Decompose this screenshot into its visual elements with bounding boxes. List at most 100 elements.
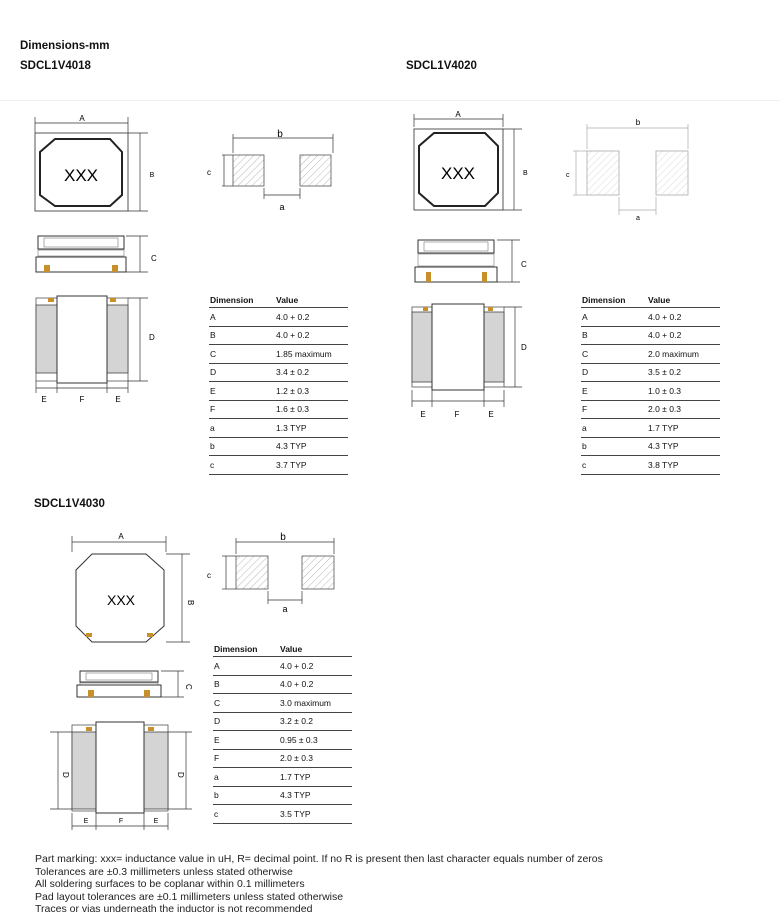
table-cell: 3.0 maximum bbox=[280, 693, 352, 712]
column-header: Value bbox=[280, 644, 303, 654]
dimension-label: F bbox=[119, 818, 123, 825]
dimension-label: E bbox=[488, 410, 493, 419]
pad-layout-4018: b c a bbox=[207, 129, 334, 212]
part-number-4020: SDCL1V4020 bbox=[406, 60, 477, 72]
drawing-4030: A XXX B b c a C bbox=[50, 532, 335, 830]
note-line: Pad layout tolerances are ±0.1 millimete… bbox=[35, 890, 344, 903]
table-cell: F bbox=[581, 399, 648, 419]
dimension-label: XXX bbox=[441, 164, 475, 183]
dimension-label: F bbox=[455, 410, 460, 419]
pad-layout-4030: b c a bbox=[207, 532, 335, 614]
table-cell: 4.3 TYP bbox=[280, 785, 352, 805]
dimension-label: C bbox=[521, 260, 527, 269]
table-cell: a bbox=[581, 418, 648, 437]
table-cell: F bbox=[209, 399, 276, 419]
table-cell: 2.0 ± 0.3 bbox=[280, 748, 352, 768]
drawing-4018: A XXX B b c a C bbox=[34, 114, 334, 404]
column-header: Value bbox=[276, 295, 299, 305]
table-cell: 1.85 maximum bbox=[276, 344, 348, 363]
table-cell: 1.3 TYP bbox=[276, 418, 348, 437]
dimension-label: B bbox=[186, 600, 195, 605]
dimension-label: E bbox=[154, 818, 159, 825]
dimension-label: D bbox=[176, 772, 185, 778]
table-cell: D bbox=[213, 711, 280, 731]
bottom-view-4030: D D E F E bbox=[50, 721, 192, 830]
table-cell: 4.3 TYP bbox=[648, 436, 720, 456]
table-cell: C bbox=[581, 344, 648, 363]
dimension-label: XXX bbox=[107, 592, 136, 608]
dimension-label: A bbox=[455, 110, 461, 119]
table-cell: 0.95 ± 0.3 bbox=[280, 730, 352, 749]
dim-label-A: A bbox=[79, 114, 85, 123]
table-cell: 3.2 ± 0.2 bbox=[280, 711, 352, 731]
table-cell: 4.0 + 0.2 bbox=[276, 307, 348, 326]
column-header: Dimension bbox=[582, 295, 626, 305]
top-view-4018: A XXX B bbox=[34, 114, 155, 212]
table-cell: 4.0 + 0.2 bbox=[648, 325, 720, 345]
table-cell: b bbox=[581, 436, 648, 456]
side-view-4030: C bbox=[76, 670, 193, 698]
part-number-4018: SDCL1V4018 bbox=[20, 60, 91, 72]
dimension-label: b bbox=[636, 118, 641, 127]
table-cell: 1.7 TYP bbox=[648, 418, 720, 437]
table-cell: A bbox=[581, 307, 648, 326]
table-cell: A bbox=[209, 307, 276, 326]
footnotes: Part marking: xxx= inductance value in u… bbox=[35, 853, 603, 916]
dimension-label: a bbox=[636, 215, 640, 222]
note-line: Traces or vias underneath the inductor i… bbox=[35, 903, 313, 916]
table-cell: D bbox=[209, 362, 276, 382]
dimension-label: D bbox=[149, 333, 155, 342]
table-cell: b bbox=[209, 436, 276, 456]
table-cell: a bbox=[209, 418, 276, 437]
table-cell: 2.0 ± 0.3 bbox=[648, 399, 720, 419]
dimension-label: b bbox=[280, 532, 286, 543]
drawing-4020: A XXX B b c a C bbox=[411, 110, 689, 419]
dim-label-B: B bbox=[150, 172, 155, 179]
bottom-view-4020: D E F E bbox=[411, 303, 527, 419]
dimension-label: E bbox=[84, 818, 89, 825]
bottom-view-4018: D E F E bbox=[35, 295, 155, 404]
table-cell: c bbox=[209, 455, 276, 475]
table-cell: B bbox=[581, 325, 648, 345]
table-cell: c bbox=[213, 804, 280, 824]
table-cell: C bbox=[213, 693, 280, 712]
column-header: Value bbox=[648, 295, 671, 305]
table-cell: 3.7 TYP bbox=[276, 455, 348, 475]
top-view-4020: A XXX B bbox=[413, 110, 528, 211]
part-number-4030: SDCL1V4030 bbox=[34, 498, 105, 510]
column-header: Dimension bbox=[210, 295, 254, 305]
side-view-4018: C bbox=[35, 235, 157, 273]
dimension-label: D bbox=[61, 772, 70, 778]
dimension-label: E bbox=[41, 395, 46, 404]
table-cell: 3.5 TYP bbox=[280, 804, 352, 824]
table-cell: 3.8 TYP bbox=[648, 455, 720, 475]
table-cell: 3.4 ± 0.2 bbox=[276, 362, 348, 382]
dimension-label: c bbox=[566, 172, 570, 179]
table-cell: E bbox=[209, 381, 276, 400]
dimension-label: C bbox=[151, 254, 157, 263]
table-cell: 4.0 + 0.2 bbox=[280, 674, 352, 694]
table-cell: F bbox=[213, 748, 280, 768]
